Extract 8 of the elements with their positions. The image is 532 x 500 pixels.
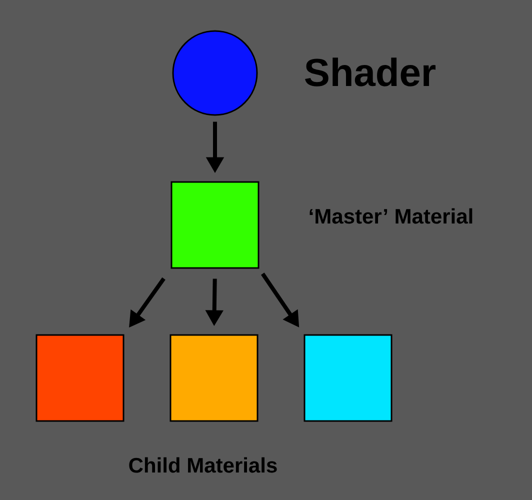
square-node bbox=[170, 181, 260, 269]
circle-node bbox=[172, 30, 258, 116]
node-label: Shader bbox=[305, 58, 436, 86]
node-label: ‘Master’ Material bbox=[310, 208, 472, 224]
square-node bbox=[36, 334, 124, 422]
square-node bbox=[170, 334, 258, 422]
group-label: Child Materials bbox=[129, 457, 277, 473]
square-node bbox=[304, 334, 392, 422]
